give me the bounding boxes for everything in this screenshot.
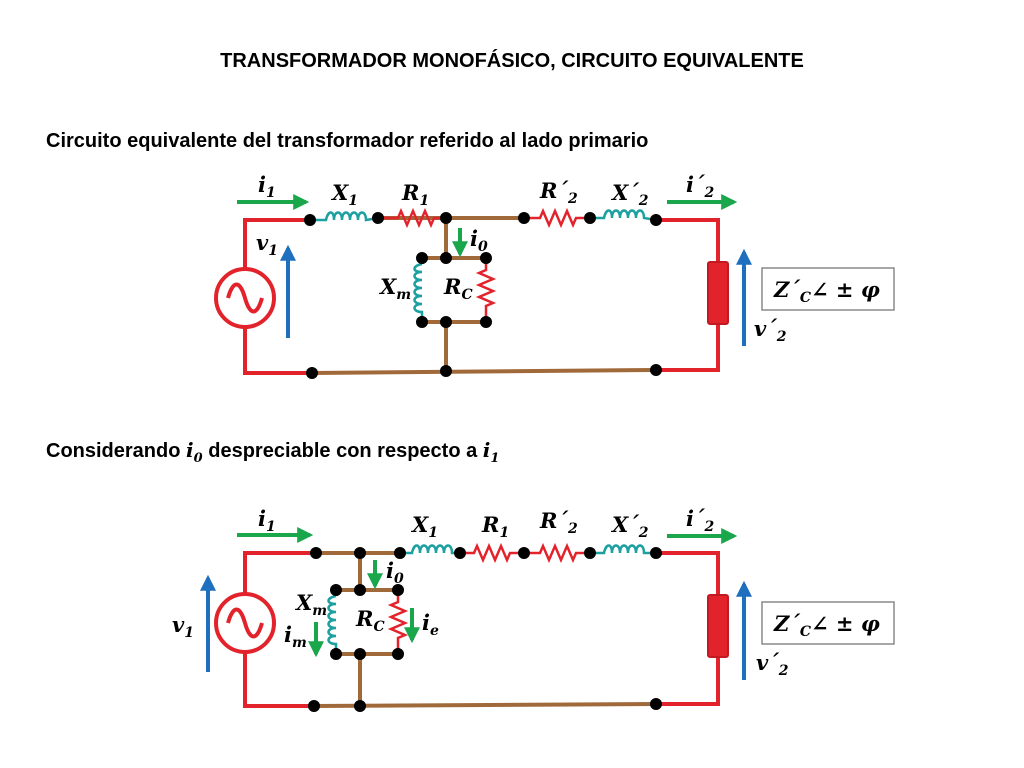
- c2-label-i0: i0: [386, 558, 404, 587]
- c2-core-wires: [313, 551, 657, 708]
- section2-heading-pre: Considerando: [46, 440, 187, 462]
- c1-primary-return-wire: [243, 327, 312, 375]
- c1-xm-reactance: [413, 262, 424, 316]
- c2-primary-wire: [243, 551, 316, 594]
- c1-label-r2p: R´2: [539, 178, 578, 207]
- c1-label-v2p: v´2: [754, 316, 787, 345]
- c1-label-xm: Xm: [378, 274, 411, 303]
- c1-r1-resistor: [378, 207, 446, 229]
- c2-label-i1: i1: [258, 506, 276, 535]
- c1-secondary-return-wire: [656, 324, 720, 372]
- c2-impedance-box: [761, 601, 895, 645]
- c1-load: [707, 261, 729, 325]
- c2-secondary-return-wire: [656, 657, 720, 706]
- c2-label-ie: ie: [422, 610, 439, 639]
- c2-label-i2p: i´2: [686, 506, 714, 535]
- c2-label-zp: Z´C∠ ± φ: [773, 611, 880, 640]
- c2-label-v2p: v´2: [756, 650, 789, 679]
- c1-label-zp: Z´C∠ ± φ: [773, 277, 880, 306]
- c1-primary-wire: [243, 218, 310, 269]
- c2-label-im: im: [284, 622, 307, 651]
- c1-label-r1: R1: [401, 180, 429, 209]
- c2-r1-resistor: [460, 542, 524, 564]
- c1-x2p-reactance: [590, 209, 657, 222]
- c1-label-i0: i0: [470, 226, 488, 255]
- c2-load: [707, 594, 729, 658]
- c2-ac-source-wave: [226, 607, 264, 639]
- section1-heading: Circuito equivalente del transformador r…: [46, 130, 649, 152]
- c2-label-r1: R1: [481, 512, 509, 541]
- circuit-2: i1 X1 R1 R´2 X´2 i´2 i0 Xm RC ie im v1 v…: [172, 506, 895, 712]
- c2-nodes: [308, 547, 662, 712]
- c2-x2p-reactance: [590, 544, 656, 555]
- c2-label-x2p: X´2: [610, 512, 649, 541]
- c1-rc-resistor: [475, 264, 497, 316]
- c1-label-x1: X1: [330, 180, 358, 209]
- section2-i0-symbol: i0: [186, 438, 203, 466]
- c2-rc-resistor: [387, 596, 409, 648]
- c1-label-rc: RC: [443, 274, 473, 303]
- c1-label-x2p: X´2: [610, 180, 649, 209]
- section2-heading-mid: despreciable con respecto a: [202, 440, 483, 462]
- c1-x1-reactance: [310, 211, 379, 222]
- c1-ac-source-wave: [226, 282, 264, 314]
- c2-primary-return-wire: [243, 652, 314, 708]
- section2-i1-symbol: i1: [482, 438, 500, 466]
- c2-label-r2p: R´2: [539, 508, 578, 537]
- c1-label-v1: v1: [256, 230, 278, 259]
- c2-label-v1: v1: [172, 612, 194, 641]
- c2-r2p-resistor: [524, 542, 590, 564]
- c1-nodes: [304, 212, 662, 379]
- section2-heading: Considerando i0 despreciable con respect…: [46, 438, 499, 466]
- c2-xm-reactance: [327, 594, 338, 648]
- c1-label-i2p: i´2: [686, 172, 714, 201]
- c1-label-i1: i1: [258, 172, 276, 201]
- c1-r2p-resistor: [524, 207, 590, 229]
- c2-secondary-wire: [656, 551, 720, 595]
- circuit-1: i1 X1 R1 R´2 X´2 i´2 i0 v1 Xm RC v´2 Z´C…: [214, 172, 895, 379]
- c2-label-x1: X1: [410, 512, 438, 541]
- c2-label-xm: Xm: [294, 590, 327, 619]
- c1-secondary-wire: [656, 218, 720, 262]
- c1-impedance-box: [761, 267, 895, 311]
- slide-title: TRANSFORMADOR MONOFÁSICO, CIRCUITO EQUIV…: [220, 50, 804, 72]
- c2-x1-reactance: [400, 544, 460, 555]
- c2-label-rc: RC: [355, 606, 385, 635]
